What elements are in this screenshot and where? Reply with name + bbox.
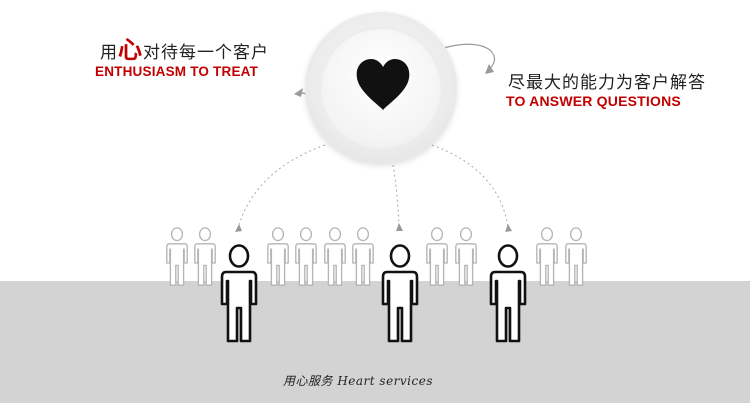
person-icon (217, 244, 261, 344)
person-icon (424, 227, 450, 287)
slogan-right-en: TO ANSWER QUESTIONS (506, 93, 681, 109)
person-icon (563, 227, 589, 287)
slogan-left-cn-suffix: 对待每一个客户 (143, 43, 269, 63)
person-icon (486, 244, 530, 344)
person-icon (378, 244, 422, 344)
heart-icon (355, 58, 411, 112)
dashed-arrow-left (237, 144, 326, 229)
person-icon (322, 227, 348, 287)
person-icon (265, 227, 291, 287)
slogan-left-cn-prefix: 用 (100, 43, 118, 63)
dashed-arrow-right (431, 144, 509, 229)
dashed-arrow-center (392, 164, 400, 229)
slogan-left-cn: 用心对待每一个客户 (100, 30, 269, 65)
person-icon (164, 227, 190, 287)
person-icon (453, 227, 479, 287)
dashed-arrow-left-head (235, 224, 242, 232)
floor-band (0, 281, 750, 403)
right-curve-arrowhead (485, 64, 494, 74)
caption: 用心服务 Heart services (283, 374, 434, 388)
slogan-right-cn: 尽最大的能力为客户解答 (508, 73, 706, 93)
dashed-arrow-right-head (505, 224, 512, 232)
person-icon (350, 227, 376, 287)
dashed-arrow-center-head (396, 223, 403, 231)
slogan-left-en: ENTHUSIASM TO TREAT (95, 64, 259, 79)
left-curve-arrowhead (294, 88, 303, 97)
person-icon (534, 227, 560, 287)
person-icon (293, 227, 319, 287)
slogan-left-cn-highlight: 心 (118, 36, 143, 64)
person-icon (192, 227, 218, 287)
